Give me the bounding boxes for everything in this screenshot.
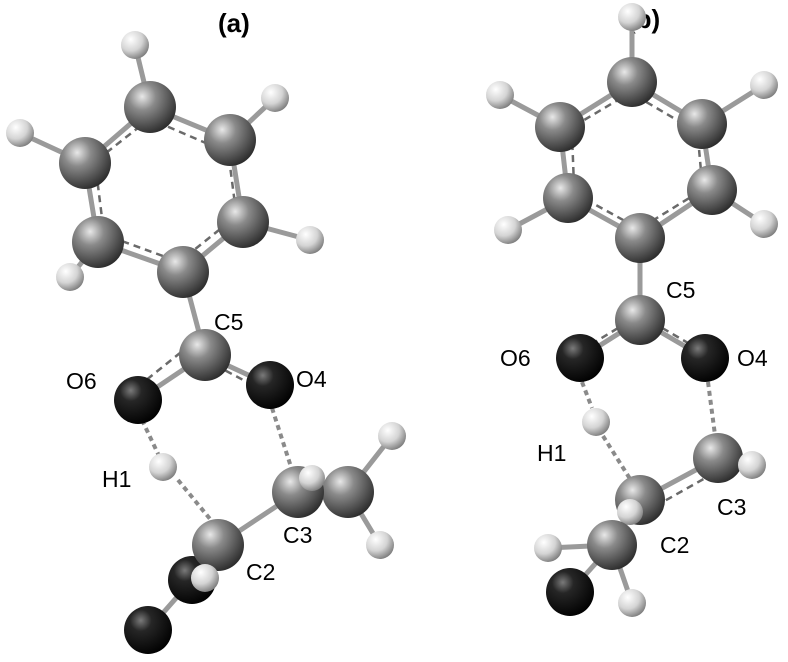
atom-h bbox=[738, 451, 766, 479]
atom-o bbox=[546, 568, 594, 616]
atom-c bbox=[322, 466, 374, 518]
atom-h bbox=[56, 263, 84, 291]
atom-h bbox=[6, 119, 34, 147]
atom-h bbox=[299, 465, 325, 491]
atom-o4 bbox=[681, 334, 729, 382]
label-o6: O6 bbox=[66, 368, 97, 394]
label-o4: O4 bbox=[296, 366, 327, 392]
atom-h bbox=[494, 216, 522, 244]
atom-c bbox=[204, 114, 256, 166]
panel-b: (b) bbox=[486, 3, 778, 617]
label-o4: O4 bbox=[737, 345, 768, 371]
atom-c5 bbox=[179, 329, 231, 381]
atom-h1 bbox=[149, 453, 177, 481]
atom-h bbox=[486, 81, 514, 109]
atom-h bbox=[366, 531, 394, 559]
panel-a: (a) bbox=[6, 8, 406, 654]
atom-h bbox=[618, 589, 646, 617]
atom-h bbox=[296, 226, 324, 254]
atom-o6 bbox=[114, 376, 162, 424]
panel-a-atoms bbox=[6, 31, 406, 654]
atom-c bbox=[535, 102, 585, 152]
atom-h bbox=[191, 564, 219, 592]
atom-c bbox=[587, 520, 637, 570]
atom-c2 bbox=[192, 519, 244, 571]
atom-o6 bbox=[556, 334, 604, 382]
atom-c bbox=[615, 213, 665, 263]
atom-c bbox=[677, 99, 727, 149]
atom-h bbox=[378, 422, 406, 450]
atom-c bbox=[72, 216, 124, 268]
label-c3: C3 bbox=[717, 494, 746, 520]
panel-b-hydrogen-bonds bbox=[580, 381, 717, 484]
atom-h bbox=[534, 534, 562, 562]
atom-o4 bbox=[246, 361, 294, 409]
atom-c bbox=[124, 81, 176, 133]
atom-c bbox=[543, 173, 593, 223]
label-o6: O6 bbox=[500, 345, 531, 371]
atom-c bbox=[687, 165, 737, 215]
label-c3: C3 bbox=[283, 522, 312, 548]
atom-h bbox=[121, 31, 149, 59]
atom-h bbox=[261, 84, 289, 112]
atom-h1 bbox=[582, 408, 610, 436]
panel-b-atoms bbox=[486, 3, 778, 617]
atom-h bbox=[750, 210, 778, 238]
atom-c3 bbox=[693, 433, 743, 483]
panel-a-hydrogen-bonds bbox=[140, 407, 294, 527]
atom-c bbox=[157, 246, 209, 298]
atom-c bbox=[217, 196, 269, 248]
atom-h bbox=[750, 71, 778, 99]
label-c5: C5 bbox=[214, 309, 243, 335]
panel-a-label: (a) bbox=[218, 8, 250, 38]
label-c5: C5 bbox=[666, 277, 695, 303]
label-c2: C2 bbox=[246, 559, 275, 585]
atom-c5 bbox=[615, 295, 665, 345]
label-c2: C2 bbox=[660, 532, 689, 558]
label-h1: H1 bbox=[537, 440, 566, 466]
atom-h bbox=[617, 499, 643, 525]
label-h1: H1 bbox=[102, 466, 131, 492]
atom-c bbox=[59, 137, 111, 189]
atom-c bbox=[607, 57, 657, 107]
atom-h bbox=[618, 3, 646, 31]
atom-o bbox=[124, 606, 172, 654]
